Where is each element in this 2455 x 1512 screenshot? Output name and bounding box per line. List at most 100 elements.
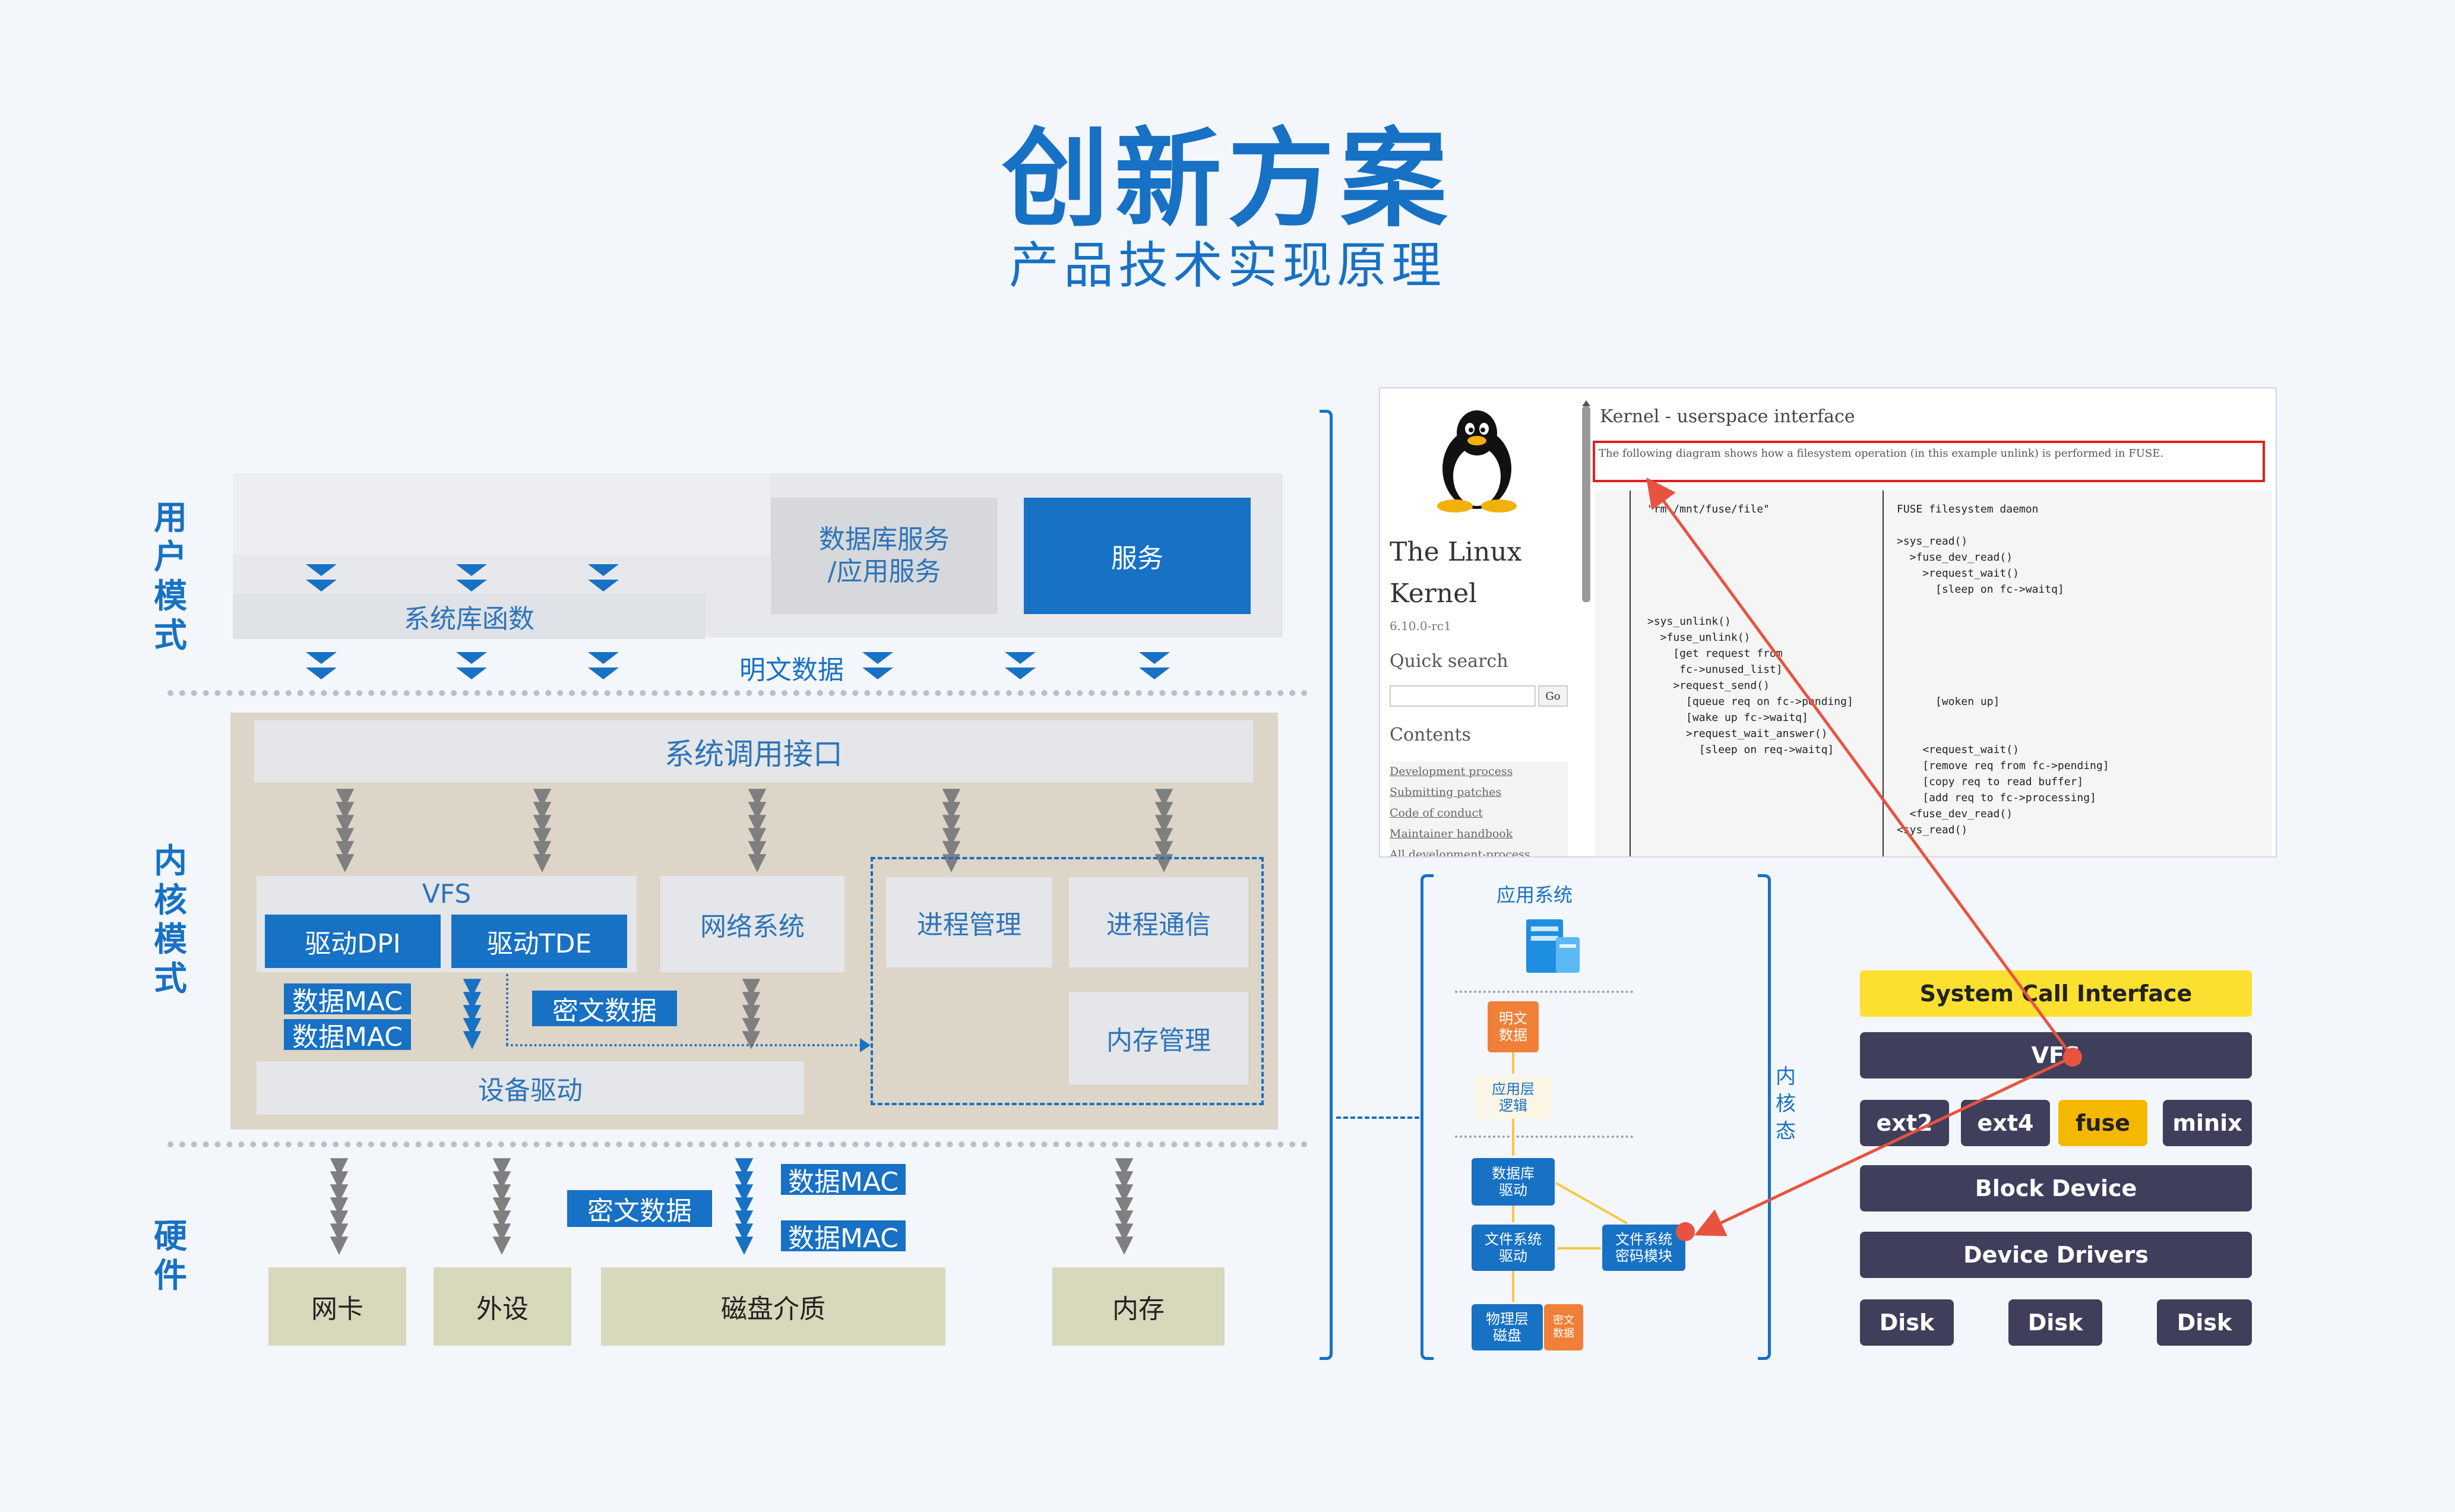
block-device-box: Block Device [1860,1165,2252,1212]
layer-label-kernel: 内核模式 [150,842,191,999]
chevron-down-icon: ▼▼▼▼▼▼ [748,783,767,875]
quick-search-label: Quick search [1390,651,1508,672]
process-region [871,857,1264,1105]
layer-kernel-text: 内核模式 [154,842,187,998]
vfs-label: VFS [422,878,472,909]
flow-arrows [1512,1052,1628,1302]
arrow-down-icon [306,564,337,591]
chevron-down-icon: ▼▼▼▼▼▼▼ [735,1152,754,1258]
fs-minix-box: minix [2163,1100,2252,1146]
syslib-box: 系统库函数 [233,594,706,639]
contents-link[interactable]: Maintainer handbook [1390,827,1513,840]
service-box: 服务 [1024,498,1251,614]
contents-link[interactable]: Code of conduct [1390,806,1483,820]
device-drivers-box: Device Drivers [1860,1232,2252,1278]
version-label: 6.10.0-rc1 [1390,619,1451,633]
syscall-interface-box: 系统调用接口 [254,720,1253,783]
page-title: 创新方案 [1001,118,1453,242]
memory-box: 内存 [1052,1267,1225,1346]
phys-disk-node: 物理层 磁盘 [1472,1304,1543,1350]
data-mac-badge: 数据MAC [284,1019,411,1052]
data-mac-badge: 数据MAC [781,1164,906,1197]
page-subtitle: 产品技术实现原理 [1008,236,1446,295]
project-name: The Linux [1390,537,1522,567]
data-mac-badge: 数据MAC [284,983,411,1017]
db-service-box: 数据库服务 /应用服务 [771,498,998,614]
memory-mgmt-box: 内存管理 [1069,992,1248,1084]
contents-link[interactable]: All development-process [1390,848,1530,858]
bracket-connector [1336,1116,1419,1119]
layer-label-user: 用户模式 [150,499,191,656]
chevron-down-icon: ▼▼▼▼▼▼ [336,783,355,875]
code-divider [1630,491,1631,856]
layer-user-text: 用户模式 [154,499,187,655]
tux-penguin-icon [1432,406,1521,513]
dotted-path [506,974,508,1045]
fs-fuse-box: fuse [2058,1100,2147,1146]
arrow-down-icon [456,564,487,591]
contents-link[interactable]: Submitting patches [1390,786,1502,799]
left-bracket [1421,874,1434,1360]
arrow-down-icon [456,652,487,679]
fs-ext2-box: ext2 [1860,1100,1949,1146]
chevron-down-icon: ▼▼▼▼▼▼ [533,783,552,875]
driver-dpi-box: 驱动DPI [265,915,441,968]
divider-user-kernel [167,690,1308,696]
arrow-down-icon [588,652,619,679]
fs-crypto-node: 文件系统 密码模块 [1602,1225,1685,1271]
nic-box: 网卡 [268,1267,406,1346]
server-icon [1520,913,1586,979]
driver-tde-box: 驱动TDE [451,915,627,968]
contents-link[interactable]: Development process [1390,765,1513,778]
scrollbar[interactable] [1582,406,1590,602]
disk-box: Disk [1860,1299,1954,1346]
cipher-data-badge: 密文数据 [532,991,677,1026]
plain-data-node: 明文 数据 [1488,1001,1539,1052]
disk-box: Disk [2008,1299,2102,1346]
db-driver-node: 数据库 驱动 [1472,1158,1555,1206]
cipher-data-badge: 密文数据 [567,1190,712,1227]
data-mac-badge: 数据MAC [781,1220,906,1254]
layer-hardware-text: 硬件 [154,1217,187,1295]
kernel-state-label: 内核态 [1776,1065,1796,1143]
chevron-down-icon: ▼▼▼▼▼ [463,973,482,1052]
process-mgmt-box: 进程管理 [886,877,1052,967]
divider-kernel-hardware [167,1141,1308,1147]
search-input[interactable] [1390,685,1536,707]
contents-label: Contents [1390,725,1471,745]
code-right: FUSE filesystem daemon >sys_read() >fuse… [1897,503,2109,836]
cipher-data-node: 密文 数据 [1544,1304,1583,1350]
app-logic-node: 应用层 逻辑 [1475,1076,1551,1119]
user-mode-top-strip [233,473,770,555]
highlight-box: The following diagram shows how a filesy… [1593,441,2265,482]
sci-box: System Call Interface [1860,970,2252,1017]
arrow-down-icon [306,652,337,679]
disk-media-box: 磁盘介质 [601,1267,945,1346]
plaintext-label: 明文数据 [739,655,844,685]
chevron-down-icon: ▼▼▼▼▼ [742,973,761,1052]
scroll-up-icon[interactable] [1582,400,1590,406]
code-divider [1883,491,1884,856]
contents-links[interactable]: Development process Submitting patches C… [1390,761,1568,858]
kernel-doc-panel: The Linux Kernel 6.10.0-rc1 Quick search… [1379,387,2277,858]
arrow-down-icon [1005,652,1036,679]
network-system-box: 网络系统 [660,876,844,972]
go-button[interactable]: Go [1538,685,1568,707]
flow-divider [1455,991,1633,993]
vfs-box: VFS [1860,1032,2252,1078]
arrow-down-icon [1139,652,1170,679]
chevron-down-icon: ▼▼▼▼▼▼▼ [1115,1152,1134,1258]
chevron-down-icon: ▼▼▼▼▼▼▼ [492,1152,511,1258]
flow-divider [1455,1135,1633,1138]
code-left: "rm /mnt/fuse/file" >sys_unlink() >fuse_… [1647,503,1853,756]
doc-heading: Kernel - userspace interface [1600,406,1855,427]
project-name-2: Kernel [1390,578,1478,609]
dotted-path [506,1044,862,1046]
layer-label-hardware: 硬件 [150,1217,191,1296]
fs-driver-node: 文件系统 驱动 [1472,1225,1555,1271]
arrow-right-icon [860,1038,871,1052]
chevron-down-icon: ▼▼▼▼▼▼▼ [330,1152,349,1258]
disk-box: Disk [2157,1299,2252,1346]
right-bracket [1320,410,1333,1360]
process-comm-box: 进程通信 [1069,877,1248,967]
